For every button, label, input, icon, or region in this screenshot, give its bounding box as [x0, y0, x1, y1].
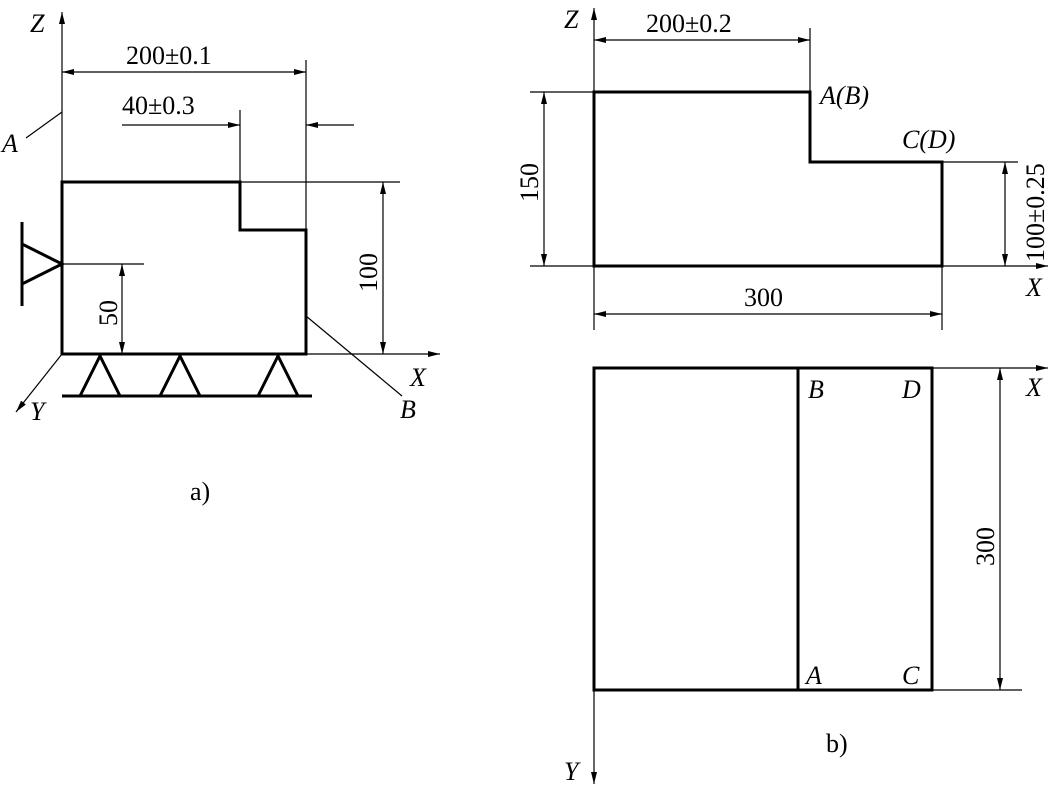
point-ab-label: A(B): [818, 81, 869, 110]
dim-100-label: 100: [354, 253, 383, 292]
z-axis-label-b: Z: [564, 5, 579, 34]
figure-b-plan-view: X Y 300 B D A C b): [564, 365, 1048, 786]
point-d-label: D: [901, 375, 921, 404]
label-a: A: [0, 129, 18, 158]
y-axis-a: [15, 353, 63, 413]
dim-150-label: 150: [515, 163, 544, 202]
leader-a: [25, 111, 63, 139]
dim-50-label: 50: [94, 300, 123, 326]
x-axis-label-a: X: [409, 363, 427, 392]
dim-300h-label: 300: [744, 283, 783, 312]
dim-200-label: 200±0.1: [126, 41, 212, 70]
dim-40-label: 40±0.3: [122, 91, 195, 120]
dim-300v-label: 300: [971, 527, 1000, 566]
caption-a: a): [190, 477, 210, 506]
point-c-label: C: [902, 661, 920, 690]
y-axis-label-b: Y: [564, 757, 581, 786]
bottom-locator-symbols: [62, 352, 312, 398]
part-outline-b-front: [592, 90, 944, 268]
leader-b: [305, 315, 403, 397]
z-axis-label-a: Z: [30, 9, 45, 38]
part-outline-a: [60, 180, 308, 356]
x-axis-label-b-top: X: [1025, 273, 1043, 302]
side-locator-symbol: [20, 222, 66, 306]
figure-a: Z X Y A B 200±0.1 40±0.3 100 50: [0, 9, 440, 506]
figure-b-front-view: Z X 200±0.2 150 100±0.25 300 A(B) C(D): [515, 5, 1050, 330]
point-cd-label: C(D): [902, 125, 955, 154]
part-outline-b-plan: [592, 366, 934, 692]
dim-100b-label: 100±0.25: [1021, 163, 1050, 262]
point-a-label: A: [804, 661, 822, 690]
dim-200b-label: 200±0.2: [646, 9, 732, 38]
label-b: B: [400, 395, 416, 424]
point-b-label: B: [808, 375, 824, 404]
caption-b: b): [826, 729, 848, 758]
x-axis-label-b-bottom: X: [1025, 373, 1043, 402]
y-axis-label-a: Y: [30, 397, 47, 426]
